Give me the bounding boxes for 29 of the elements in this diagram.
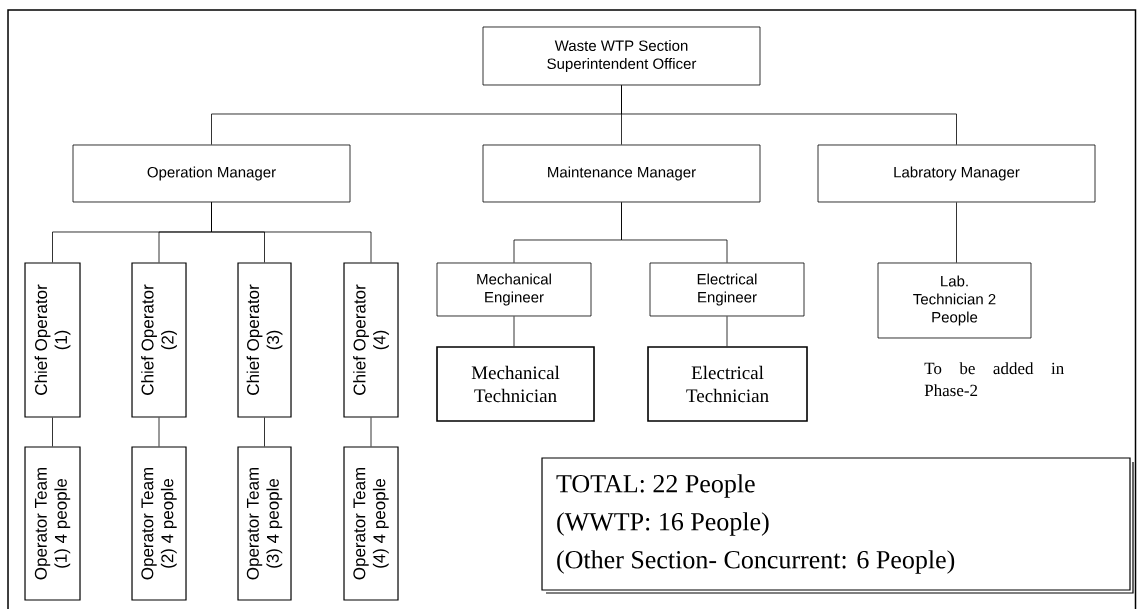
role-box: Mechanical Technician — [436, 346, 595, 422]
role-box: Operator Team (3) 4 people — [237, 446, 292, 601]
role-box: Maintenance Manager — [482, 144, 761, 203]
connector-line — [621, 202, 728, 263]
role-box: Labratory Manager — [817, 144, 1096, 203]
connector-line — [158, 417, 160, 447]
role-box: Operator Team (4) 4 people — [343, 446, 399, 601]
role-box: Operator Team (2) 4 people — [131, 446, 187, 601]
connector-line — [52, 417, 53, 447]
role-box: Electrical Engineer — [649, 262, 805, 317]
role-box: Lab. Technician 2 People — [877, 262, 1032, 339]
connector-line — [211, 202, 372, 263]
connector-line — [726, 316, 728, 347]
role-box: Electrical Technician — [647, 346, 808, 422]
role-box: Mechanical Engineer — [436, 262, 592, 317]
note-text: To be added in Phase-2 — [924, 362, 1064, 397]
role-box: Waste WTP Section Superintendent Officer — [482, 26, 761, 86]
summary-box: TOTAL: 22 People (WWTP: 16 People) (Other Section- Concurrent: 6 People) — [541, 457, 1134, 594]
connector-line — [513, 316, 515, 347]
connector-line — [621, 85, 957, 145]
role-box: Operation Manager — [72, 144, 351, 203]
role-box: Chief Operator (2) — [131, 262, 187, 418]
role-box: Chief Operator (1) — [24, 262, 81, 418]
connector-line — [956, 202, 957, 263]
connector-line — [370, 417, 372, 447]
role-box: Chief Operator (3) — [237, 262, 292, 418]
role-box: Operator Team (1) 4 people — [24, 446, 81, 601]
role-box: Chief Operator (4) — [343, 262, 399, 418]
connector-line — [264, 417, 265, 447]
